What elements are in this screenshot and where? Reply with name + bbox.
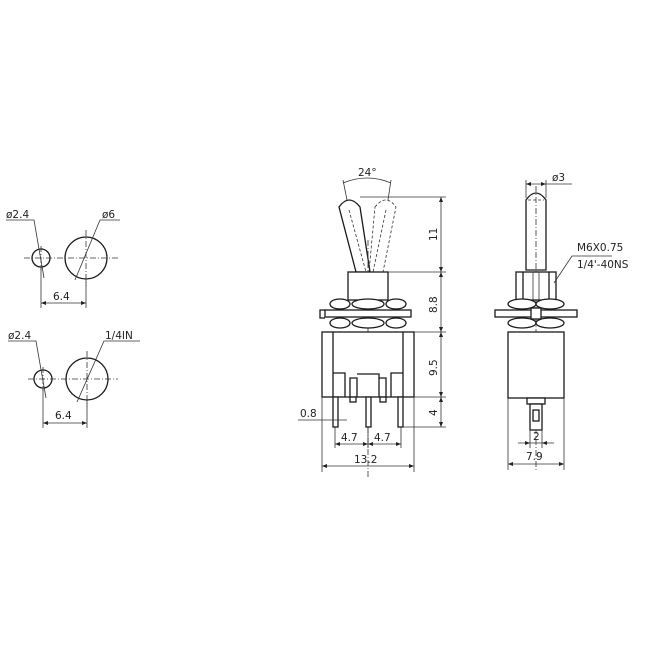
large-hole-diameter-label: ø6 (102, 209, 115, 221)
small-hole-diameter-label: ø2.4 (8, 330, 31, 342)
lever-right-position (368, 199, 397, 273)
bushing-side (515, 271, 557, 301)
terminal-center (365, 396, 372, 428)
lever-angle-label: 24° (358, 167, 377, 179)
lever-left-position (338, 199, 371, 273)
terminal-length-label: 4 (428, 409, 440, 416)
front-view: 24° (298, 167, 446, 478)
panel-cutout-imperial: ø2.4 1/4IN 6.4 (8, 330, 140, 428)
large-hole-size-label: 1/4IN (105, 330, 133, 342)
lever-diameter-label: ø3 (552, 172, 565, 184)
small-hole-diameter-label: ø2.4 (6, 209, 29, 221)
lever-height-label: 11 (428, 228, 440, 241)
panel-cutout-metric: ø2.4 ø6 6.4 (6, 209, 120, 308)
switch-body (321, 331, 415, 398)
hole-spacing-label: 6.4 (53, 291, 70, 303)
pitch-left-label: 4.7 (341, 432, 358, 444)
thread-metric-label: M6X0.75 (577, 242, 623, 254)
body-width-label: 13.2 (354, 454, 377, 466)
switch-body-side (507, 331, 565, 399)
bushing-height-label: 8.8 (428, 296, 440, 313)
body-depth-label: 7.9 (526, 451, 543, 463)
terminal-right (397, 396, 404, 428)
thread-imperial-label: 1/4'-40NS (577, 259, 629, 271)
terminal-left (332, 396, 339, 428)
lock-washer (324, 309, 412, 318)
bushing (347, 271, 389, 301)
side-view: ø3 M6X0.75 1/4'-40NS 2 (494, 172, 629, 470)
terminal-width-label: 0.8 (300, 408, 317, 420)
pitch-right-label: 4.7 (374, 432, 391, 444)
body-height-label: 9.5 (428, 359, 440, 376)
terminal-width-side-label: 2 (533, 431, 540, 443)
hole-spacing-label: 6.4 (55, 410, 72, 422)
